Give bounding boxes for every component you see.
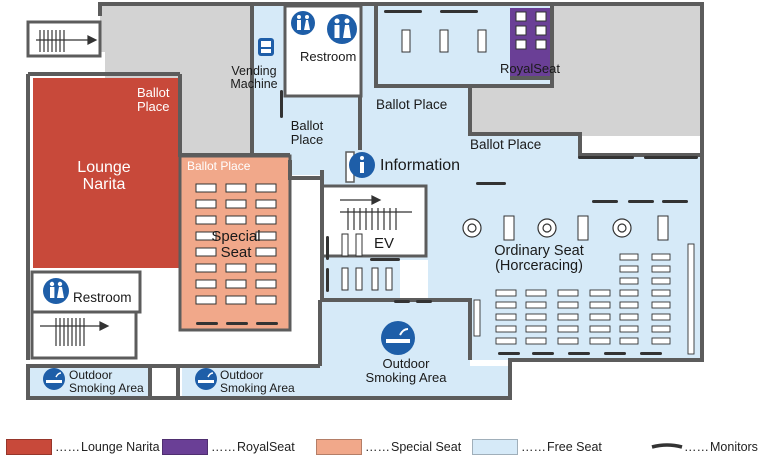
royal-seat-label: RoyalSeat <box>500 61 560 76</box>
legend-swatch-lounge <box>6 439 52 455</box>
restroom-icon <box>327 14 357 44</box>
restroom-label-left: Restroom <box>73 290 132 305</box>
structure-right <box>470 84 700 136</box>
ballot-place-label-lounge: Ballot Place <box>137 85 170 114</box>
ballot-place-label-right: Ballot Place <box>470 137 542 152</box>
monitor-icon <box>196 10 698 355</box>
ordinary-seat-chairs <box>473 243 695 355</box>
restroom-room-left <box>30 270 142 314</box>
structure-top-right <box>552 4 700 90</box>
vending-machine-label: Vending Machine <box>230 64 278 92</box>
ballot-place-label-top: Ballot Place <box>376 97 448 112</box>
restroom-label-top: Restroom <box>300 49 357 64</box>
free-seat-area-bottom-wide <box>182 366 508 396</box>
legend-royal: …… RoyalSeat <box>162 438 295 456</box>
smoking-area-label-1: Outdoor Smoking Area <box>69 368 144 395</box>
legend-dots: …… <box>521 440 546 454</box>
ballot-place-label-special: Ballot Place <box>187 159 251 173</box>
round-tables <box>462 218 632 238</box>
ev-label: EV <box>374 235 395 252</box>
legend-dots: …… <box>365 440 390 454</box>
legend-monitors: …… Monitors <box>684 438 758 456</box>
stairs-icon <box>36 30 98 52</box>
legend-dots: …… <box>211 440 236 454</box>
ballot-place-label-center: Ballot Place <box>290 118 324 147</box>
legend-dots: …… <box>684 440 709 454</box>
legend-label-special: Special Seat <box>391 440 462 454</box>
legend-free: …… Free Seat <box>472 438 602 456</box>
smoking-area-label-3: Outdoor Smoking Area <box>365 356 447 385</box>
legend-swatch-free <box>472 439 518 455</box>
special-seat-chairs <box>195 183 277 305</box>
stairs-icon <box>340 195 412 230</box>
restroom-icon <box>291 11 315 35</box>
vending-machine-icon <box>258 38 274 56</box>
lounge-narita-area <box>33 78 179 268</box>
outer-walls <box>26 2 704 400</box>
stairs-icon <box>40 318 110 346</box>
legend-dots: …… <box>55 440 80 454</box>
legend-swatch-special <box>316 439 362 455</box>
ordinary-seat-label: Ordinary Seat (Horceracing) <box>494 243 584 275</box>
legend-label-royal: RoyalSeat <box>237 440 295 454</box>
smoking-icon <box>195 368 217 390</box>
legend-label-monitors: Monitors <box>710 440 758 454</box>
information-label: Information <box>380 157 461 174</box>
legend-label-free: Free Seat <box>547 440 602 454</box>
smoking-icon <box>43 368 65 390</box>
legend-monitor-icon <box>651 443 683 449</box>
smoking-icon <box>381 321 415 355</box>
information-icon <box>349 152 375 178</box>
restroom-icon <box>43 278 69 304</box>
legend-swatch-royal <box>162 439 208 455</box>
smoking-area-label-2: Outdoor Smoking Area <box>220 368 295 395</box>
special-seat-label: Special Seat <box>211 228 261 261</box>
ev-stair-room <box>320 184 428 258</box>
royal-seat-chairs <box>515 11 547 50</box>
ballot-counters <box>341 29 669 291</box>
legend-special: …… Special Seat <box>316 438 461 456</box>
lounge-narita-label: Lounge Narita <box>77 159 131 193</box>
legend-label-lounge: Lounge Narita <box>81 440 160 454</box>
free-seat-area-main <box>252 6 700 360</box>
legend-lounge: …… Lounge Narita <box>6 438 160 456</box>
